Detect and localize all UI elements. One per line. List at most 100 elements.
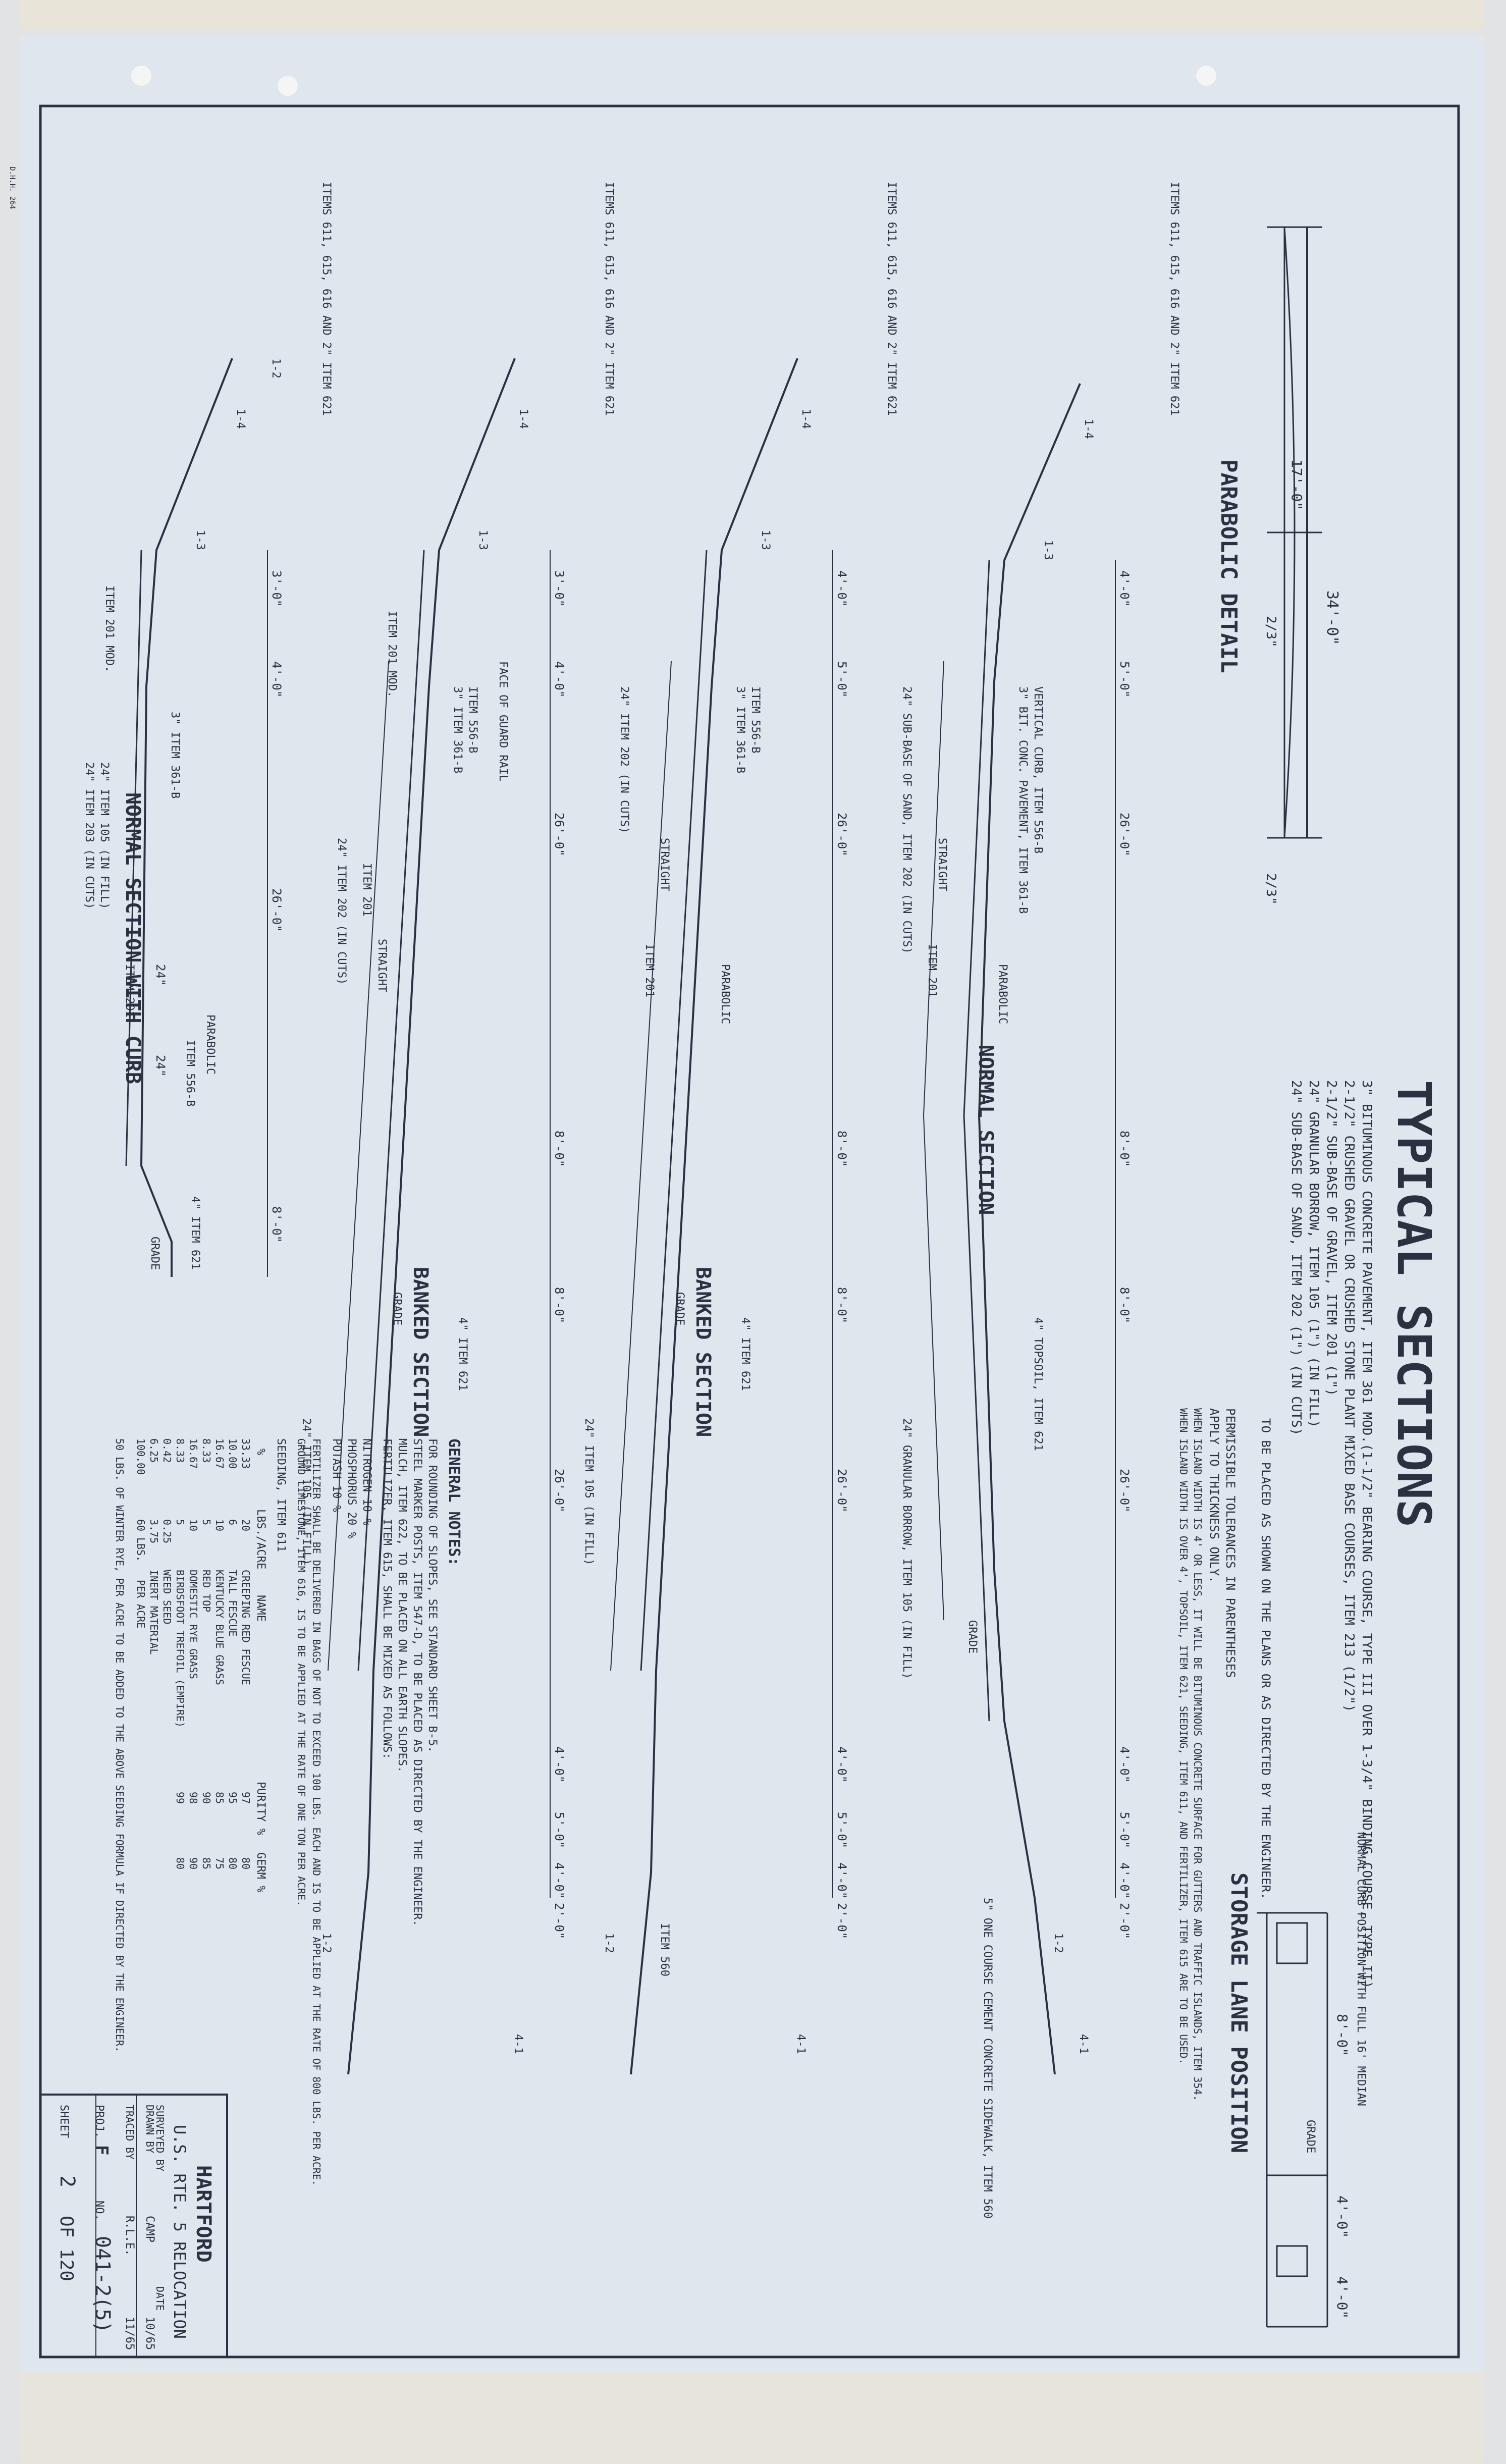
seed-cell: 10: [187, 1519, 199, 1531]
parabolic-dim: 2/3": [1263, 616, 1278, 648]
section-dim: 3'-0": [552, 570, 566, 607]
grade-label: GRADE: [391, 1292, 403, 1325]
tolerance-line: APPLY TO THICKNESS ONLY.: [1207, 1408, 1221, 1583]
seed-cell: 90: [200, 1792, 212, 1804]
section-profile: [328, 661, 389, 1671]
subbase-label: 24" SUB-BASE OF SAND, ITEM 202 (IN CUTS): [900, 686, 913, 954]
storage-grade: GRADE: [1304, 2120, 1317, 2153]
seed-cell: 99: [174, 1792, 186, 1804]
section-dim: 4'-0": [1117, 570, 1132, 607]
legend-brace-note: TO BE PLACED AS SHOWN ON THE PLANS OR AS…: [1259, 1418, 1273, 1900]
section-dim: 2'-0": [552, 1903, 566, 1939]
legend-line: 3" BITUMINOUS CONCRETE PAVEMENT, ITEM 36…: [1359, 1080, 1374, 1989]
section-dim: 4'-0": [270, 661, 284, 698]
seed-cell: 16.67: [187, 1438, 199, 1469]
seed-table: % LBS./ACRE NAME PURITY % GERM % 33.33 2…: [114, 1438, 267, 2052]
notes-line: PHOSPHORUS 20 %: [345, 1438, 358, 1539]
tb-proj-label: PROJ.: [93, 2105, 105, 2138]
section-dim: 8'-0": [552, 1287, 566, 1323]
road-section: BANKED SECTION 4'-0" 5'-0" 26'-0" 8'-0" …: [582, 182, 898, 2075]
tolerance-line: PERMISSIBLE TOLERANCES IN PARENTHESES: [1223, 1408, 1238, 1678]
section-profile: [640, 550, 708, 1671]
tb-sheet-no: 2: [56, 2175, 79, 2187]
crown-label: PARABOLIC: [204, 1014, 217, 1075]
notes-line: NITROGEN 10 %: [360, 1438, 373, 1525]
seed-cell: 90: [187, 1857, 199, 1869]
parabolic-dim: 2/3": [1263, 873, 1278, 905]
parabolic-detail: 34'-0" 17'-0" 2/3" 2/3" PARABOLIC DETAIL: [1216, 226, 1341, 905]
section-dim: 4'-0": [552, 661, 566, 698]
seed-cell: 8.33: [200, 1438, 212, 1463]
seed-cell: 80: [227, 1857, 239, 1869]
tb-traced-by: R.L.E.: [123, 2216, 136, 2256]
tb-sheet-of: OF 120: [56, 2216, 77, 2281]
borrow-label: 24" GRANULAR BORROW, ITEM 105 (IN FILL): [900, 1418, 913, 1679]
section-title: NORMAL SECTION: [974, 1045, 997, 1215]
seed-cell: 80: [240, 1857, 252, 1869]
drawing-stamp: D.H.H. 264: [8, 167, 16, 209]
seed-header: LBS./ACRE: [254, 1509, 267, 1569]
seed-cell: 33.33: [240, 1438, 252, 1469]
seed-cell: 97: [240, 1792, 252, 1804]
notes-line: POTASH 10 %: [330, 1438, 343, 1512]
slope-label: 1-3: [194, 530, 206, 550]
crown-label: PARABOLIC: [719, 964, 731, 1024]
slope-label: 1-3: [476, 530, 489, 550]
section-profile: [630, 358, 798, 2075]
tb-drawn-date: 10/65: [143, 2317, 156, 2350]
curb-label: ITEM 556-B: [184, 1040, 196, 1106]
topsoil-label: 4" ITEM 621: [189, 1196, 201, 1270]
seed-cell: KENTUCKY BLUE GRASS: [213, 1570, 226, 1685]
section-dim: 8'-0": [270, 1206, 284, 1243]
tb-no-label: NO.: [93, 2201, 105, 2221]
slope-label: 1-2: [1052, 1933, 1064, 1953]
tb-traced-label: TRACED BY: [124, 2105, 136, 2159]
straight-label: STRAIGHT: [375, 939, 388, 992]
gravel-label: ITEM 201: [360, 863, 373, 917]
topsoil-label: 4" ITEM 621: [739, 1317, 751, 1391]
sidewalk-label: ITEM 201 MOD.: [386, 611, 398, 698]
title-block: HARTFORD U.S. RTE. 5 RELOCATION SURVEYED…: [39, 2094, 228, 2358]
section-dim: 8'-0": [1117, 1287, 1132, 1323]
slope-label: 1-4: [799, 409, 812, 429]
notes-line: SEEDING, ITEM 611: [275, 1438, 287, 1552]
section-dim: 24": [153, 1055, 168, 1077]
notes-line: FOR ROUNDING OF SLOPES, SEE STANDARD SHE…: [426, 1438, 439, 1753]
edge-note: ITEMS 611, 615, 616 AND 2" ITEM 621: [1168, 182, 1180, 416]
seed-cell: INERT MATERIAL: [148, 1570, 160, 1655]
notes-line: FERTILIZER, ITEM 615, SHALL BE MIXED AS …: [381, 1438, 393, 1759]
curb-label: ITEM 556-B: [749, 686, 762, 753]
seed-cell: DOMESTIC RYE GRASS: [187, 1570, 199, 1679]
seed-cell: 75: [213, 1857, 226, 1869]
section-dim: 3'-0": [270, 570, 284, 607]
slope-label: 1-4: [1082, 419, 1095, 439]
parabolic-detail-title: PARABOLIC DETAIL: [1216, 459, 1242, 673]
section-profile: [125, 550, 142, 1166]
tb-drawn-by: CAMP: [143, 2216, 156, 2242]
tape-strip: [20, 2372, 1484, 2463]
notes-line: STEEL MARKER POSTS, ITEM 547-D, TO BE PL…: [411, 1438, 423, 1926]
gravel-label: ITEM 201: [643, 944, 656, 997]
tb-drawn-label: DRAWN BY: [144, 2105, 156, 2153]
section-profile: [923, 661, 944, 1621]
legend-line: 2-1/2" SUB-BASE OF GRAVEL, ITEM 201 (1"): [1324, 1080, 1339, 1396]
storage-lane-title: STORAGE LANE POSITION: [1226, 1872, 1252, 2153]
general-notes: GENERAL NOTES: FOR ROUNDING OF SLOPES, S…: [275, 1438, 463, 2186]
section-dim: 8'-0": [835, 1287, 849, 1323]
section-dim: 4'-0": [1117, 1862, 1132, 1899]
section-dim: 26'-0": [552, 1469, 566, 1513]
section-dim: 26'-0": [270, 888, 284, 932]
storage-dim: 4'-0": [1334, 2195, 1351, 2238]
section-profile: [978, 383, 1081, 2075]
section-profile: [347, 358, 516, 2075]
parabolic-dim: 34'-0": [1323, 591, 1341, 645]
seed-cell: BIRDSFOOT TREFOIL (EMPIRE): [174, 1570, 186, 1728]
seed-cell: 3.75: [148, 1519, 160, 1543]
drawing-title: TYPICAL SECTIONS: [1387, 1080, 1441, 1527]
section-dim: 26'-0": [552, 813, 566, 856]
seed-cell: 6.25: [148, 1438, 160, 1463]
seed-cell: CREEPING RED FESCUE: [240, 1570, 252, 1685]
subbase-label: 24" ITEM 105 (IN FILL): [98, 762, 111, 909]
legend: 3" BITUMINOUS CONCRETE PAVEMENT, ITEM 36…: [1259, 1080, 1374, 1989]
tb-surveyed-label: SURVEYED BY: [154, 2105, 166, 2171]
